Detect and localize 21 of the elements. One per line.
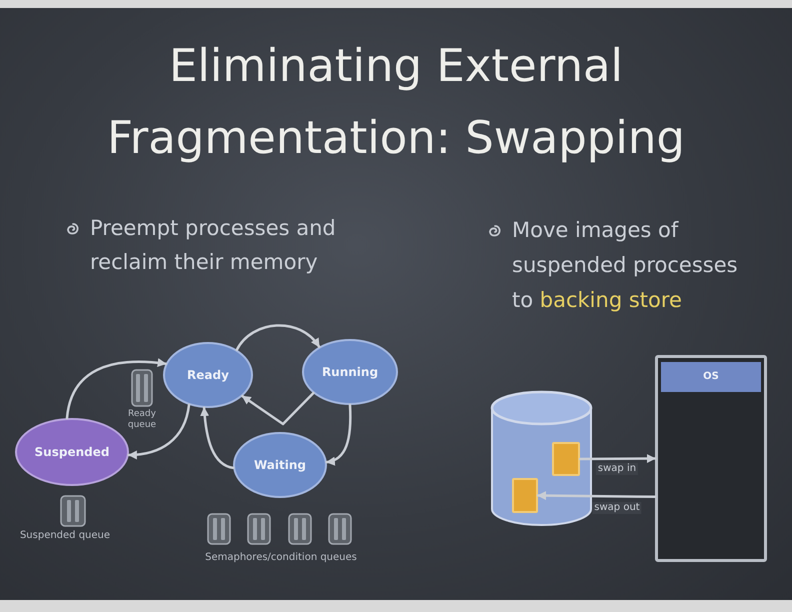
arrow — [536, 491, 656, 500]
queue-label: Ready queue — [126, 409, 158, 431]
process-image-box — [512, 478, 538, 513]
slide-title: Eliminating External Fragmentation: Swapping — [106, 38, 686, 166]
arrow — [241, 392, 314, 426]
queue-label: Suspended queue — [18, 530, 112, 542]
edge-label: swap in — [596, 463, 638, 475]
arrow — [236, 324, 320, 351]
arrow — [66, 358, 167, 420]
storage-cylinder — [490, 390, 593, 527]
bullet-text: Move images of suspended processes to backing store — [512, 217, 739, 314]
arrow — [578, 454, 656, 464]
queue-label: Semaphores/condition queues — [204, 552, 358, 564]
arrow — [326, 404, 352, 465]
arrow — [128, 404, 190, 460]
edge-label: swap out — [592, 502, 642, 514]
memory-box — [655, 355, 767, 562]
os-band: OS — [661, 362, 761, 392]
process-image-box — [552, 442, 580, 476]
bullet-text: Preempt processes and reclaim their memory — [90, 215, 337, 276]
arrow — [200, 406, 234, 470]
